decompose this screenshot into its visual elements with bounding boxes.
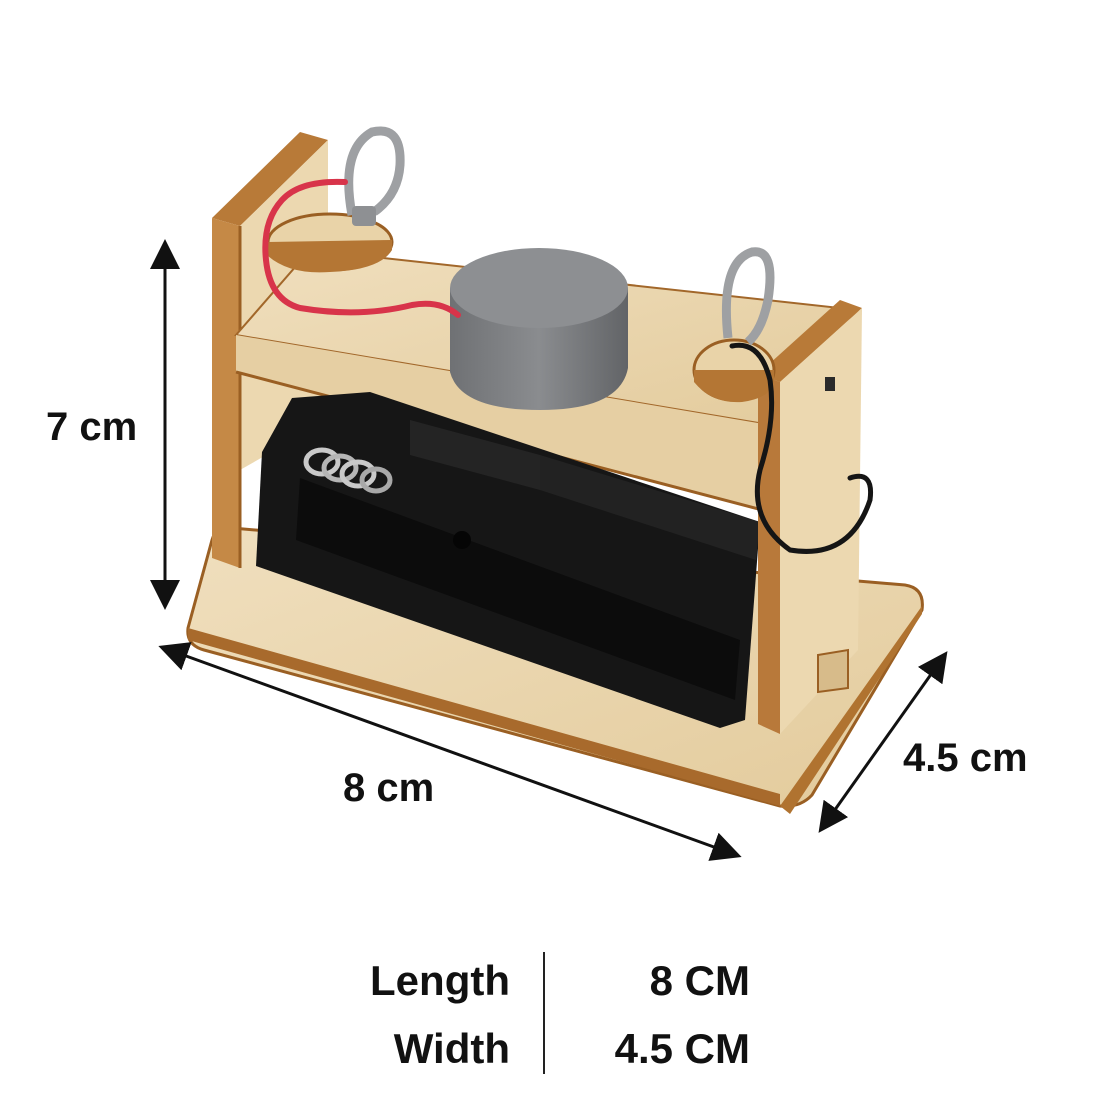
width-arrow (818, 651, 948, 833)
magnet-disc (450, 248, 628, 410)
length-label: 8 cm (343, 766, 435, 810)
spec-label-length: Length (370, 957, 510, 1004)
battery-spring-icon (303, 447, 393, 494)
spec-divider (543, 952, 545, 1074)
length-arrow (158, 642, 742, 861)
height-label: 7 cm (46, 405, 138, 449)
black-wire (729, 342, 874, 554)
right-terminal-ring (692, 247, 776, 403)
spec-label-width: Width (393, 1025, 510, 1072)
spec-value-width: 4.5 CM (614, 1025, 750, 1072)
red-wire (262, 178, 461, 318)
left-terminal-ring (266, 126, 405, 273)
spec-value-length: 8 CM (649, 957, 750, 1004)
width-label: 4.5 cm (903, 736, 1028, 780)
